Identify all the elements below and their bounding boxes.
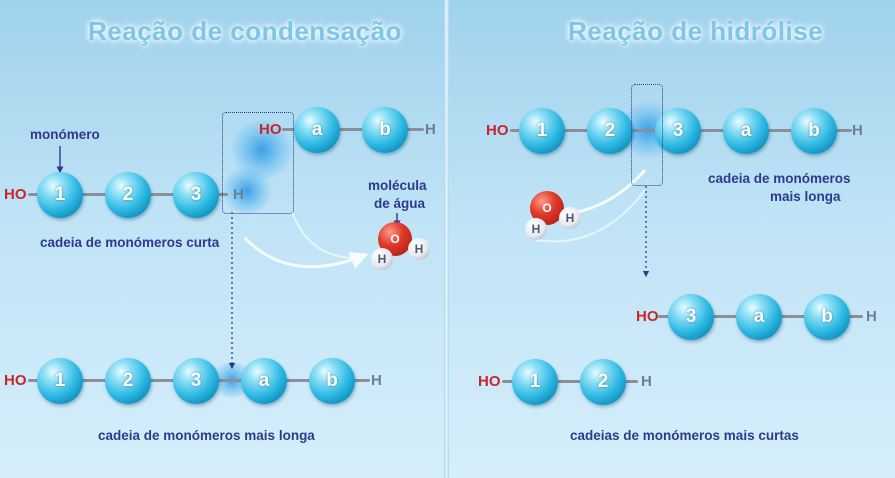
ho-group: HO (4, 186, 27, 203)
h-end: H (371, 372, 382, 389)
h-end: H (866, 308, 877, 325)
condensation-title: Reação de condensação (88, 16, 402, 46)
short-chains-label: cadeias de monómeros mais curtas (570, 428, 799, 443)
monomer-2: 2 (587, 108, 633, 154)
hydrogen-atom: H (371, 248, 393, 270)
panel-divider (444, 0, 449, 478)
monomer-3: 3 (668, 294, 714, 340)
monomer-2: 2 (105, 172, 151, 218)
water-release-arrow (291, 211, 361, 260)
reaction-site-box (222, 112, 294, 214)
hydrolysis-title: Reação de hidrólise (568, 16, 824, 46)
monomer-1: 1 (37, 172, 83, 218)
water-label: molécula (368, 178, 427, 193)
monomer-1: 1 (512, 359, 558, 405)
h-end: H (425, 121, 436, 138)
cleavage-site-box (631, 84, 663, 186)
monomer-b: b (362, 107, 408, 153)
reaction-glow (222, 168, 272, 214)
long-chain-label: cadeia de monómeros (708, 171, 851, 186)
monomer-1: 1 (37, 358, 83, 404)
monomer-2: 2 (105, 358, 151, 404)
ho-group: HO (259, 121, 282, 138)
hydrogen-atom: H (559, 207, 581, 229)
monomer-a: a (294, 107, 340, 153)
monomer-b: b (804, 294, 850, 340)
short-chain-label: cadeia de monómeros curta (40, 235, 220, 250)
monomer-a: a (736, 294, 782, 340)
bond (282, 128, 424, 131)
water-release-arrow (243, 236, 369, 269)
hydrogen-atom: H (525, 218, 547, 240)
monomer-b: b (309, 358, 355, 404)
bond (502, 380, 638, 383)
long-chain-label: cadeia de monómeros mais longa (98, 428, 315, 443)
h-end: H (233, 186, 244, 203)
ho-group: HO (486, 122, 509, 139)
ho-group: HO (636, 308, 659, 325)
monomer-3: 3 (173, 172, 219, 218)
monomer-1: 1 (519, 108, 565, 154)
h-end: H (852, 122, 863, 139)
long-chain-label: mais longa (770, 189, 841, 204)
monomer-2: 2 (580, 359, 626, 405)
ho-group: HO (4, 372, 27, 389)
monomer-a: a (723, 108, 769, 154)
h-end: H (641, 373, 652, 390)
monomer-a: a (241, 358, 287, 404)
water-insert-arrow (534, 189, 646, 243)
monomer-3: 3 (173, 358, 219, 404)
monomer-b: b (791, 108, 837, 154)
hydrogen-atom: H (408, 238, 430, 260)
monomer-label: monómero (30, 127, 100, 142)
ho-group: HO (478, 373, 501, 390)
water-label: de água (374, 196, 426, 211)
